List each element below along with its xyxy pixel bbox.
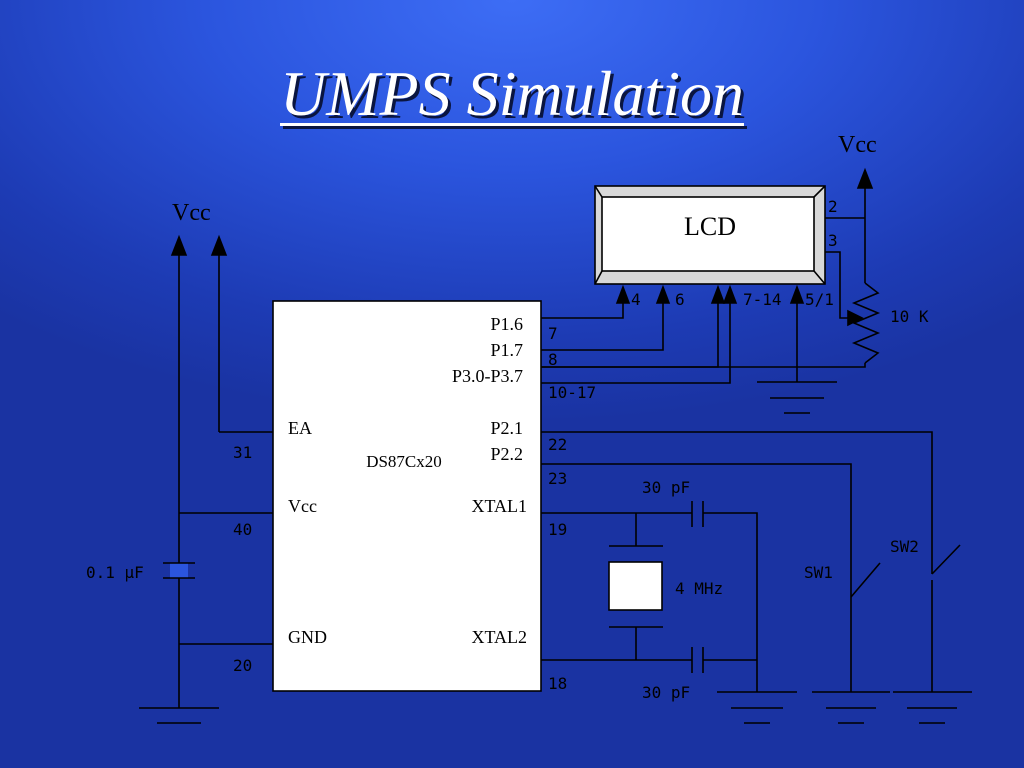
ground-icon [717,691,797,724]
arrow-icon [789,284,805,304]
lcd-pin-3: 3 [828,231,838,250]
arrow-icon [722,284,738,304]
arrow-icon [655,284,671,304]
wire-p17 [541,300,664,351]
pin-number-8: 8 [548,350,558,369]
vcc-arrow-icon [856,167,874,189]
pin-number-31: 31 [233,443,252,462]
pin-number-7: 7 [548,324,558,343]
lcd-pin-7-14: 7-14 [743,290,782,309]
lcd-pin-6: 6 [675,290,685,309]
cap-bottom-label: 30 pF [642,683,690,702]
wire-lcd-contrast [825,251,852,319]
pin-label-xtal1: XTAL1 [471,496,527,516]
arrow-icon [710,284,726,304]
vcc-rail-left [178,250,273,708]
switch-sw2-label: SW2 [890,537,919,556]
wire-p22 [541,463,852,597]
wire-p21 [541,431,933,574]
decoupling-capacitor [163,562,195,579]
pin-number-18: 18 [548,674,567,693]
potentiometer-label: 10 K [890,307,929,326]
pin-number-23: 23 [548,469,567,488]
wire-p16 [541,300,624,319]
cap-top-label: 30 pF [642,478,690,497]
pin-number-10-17: 10-17 [548,383,596,402]
pin-label-p17: P1.7 [490,340,523,360]
lcd-display [594,185,826,285]
pin-number-19: 19 [548,520,567,539]
pin-label-xtal2: XTAL2 [471,627,527,647]
pin-label-vcc: Vcc [288,496,317,516]
pin-label-p3: P3.0-P3.7 [452,366,523,386]
pin-number-22: 22 [548,435,567,454]
crystal-label: 4 MHz [675,579,723,598]
arrow-icon [615,284,631,304]
decoupling-cap-label: 0.1 µF [86,563,144,582]
microcontroller-chip [272,300,542,692]
pin-label-p16: P1.6 [490,314,523,334]
vcc-arrow-icon [170,234,188,256]
switch-sw2 [893,544,972,724]
wire-p3-bus [541,300,719,368]
vcc-label-left: Vcc [172,200,211,226]
arrow-icon [847,309,864,327]
lcd-pin-4: 4 [631,290,641,309]
vcc-arrow-icon [210,234,228,256]
ground-icon [139,707,219,724]
crystal [608,513,663,660]
lcd-label: LCD [684,212,736,241]
pin-number-20: 20 [233,656,252,675]
slide-title: UMPS Simulation [280,58,744,129]
pin-label-p22: P2.2 [490,444,523,464]
lcd-pin-5-1: 5/1 [805,290,834,309]
chip-name: DS87Cx20 [366,452,442,471]
pin-label-gnd: GND [288,627,327,647]
lcd-pin-2: 2 [828,197,838,216]
switch-sw1-label: SW1 [804,563,833,582]
pin-label-ea: EA [288,418,312,438]
pin-number-40: 40 [233,520,252,539]
vcc-label-lcd: Vcc [838,132,877,158]
ground-icon [757,381,837,414]
potentiometer [851,282,881,364]
pin-label-p21: P2.1 [490,418,523,438]
switch-sw1 [812,562,890,724]
